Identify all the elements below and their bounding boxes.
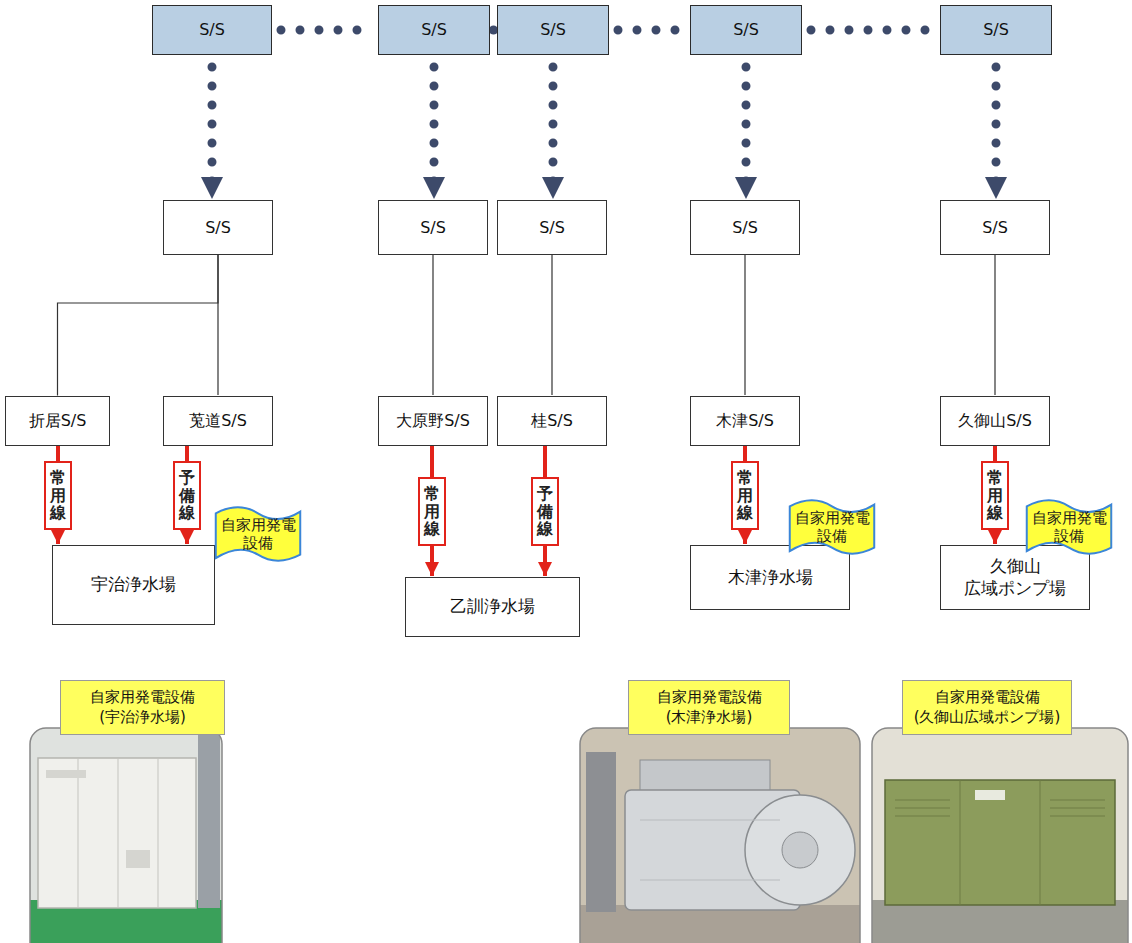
photo-frame <box>30 728 222 943</box>
substation-box: 莵道S/S <box>163 396 273 446</box>
photo-caption: 自家用発電設備 (久御山広域ポンプ場) <box>902 680 1072 735</box>
node-text: 自家用発電 設備 <box>219 516 297 552</box>
line-label: 予備線 <box>537 485 553 538</box>
dotted-link <box>618 26 681 35</box>
node-text: 莵道S/S <box>189 411 247 431</box>
line-label-box: 常用線 <box>731 461 759 530</box>
generator-photo <box>580 728 860 943</box>
node-text: S/S <box>539 218 565 238</box>
node-text: 久御山S/S <box>958 411 1032 431</box>
substation-box: S/S <box>378 200 488 255</box>
node-text: 久御山 広域ポンプ場 <box>949 556 1081 599</box>
dotted-feed <box>430 67 439 199</box>
line-label: 常用線 <box>737 469 753 522</box>
line-label-box: 常用線 <box>44 461 72 530</box>
node-text: 木津浄水場 <box>728 567 813 588</box>
flag-shape <box>1027 500 1111 554</box>
photo-frame <box>872 728 1128 943</box>
substation-box: S/S <box>163 200 273 255</box>
facility-box: 木津浄水場 <box>690 545 850 610</box>
substation-box: S/S <box>940 200 1050 255</box>
substation-box: 久御山S/S <box>940 396 1050 446</box>
dotted-feed <box>549 67 558 199</box>
generator-photo <box>30 728 222 943</box>
dotted-link <box>281 26 369 35</box>
dotted-feed <box>992 67 1001 199</box>
feeder-line <box>217 255 218 395</box>
node-text: 乙訓浄水場 <box>450 596 535 617</box>
substation-box: S/S <box>497 200 607 255</box>
feeder-line <box>58 255 219 396</box>
line-label-box: 予備線 <box>173 461 201 530</box>
node-text: S/S <box>732 218 758 238</box>
line-label: 常用線 <box>50 469 66 522</box>
generator-flag: 自家用発電 設備 <box>1025 498 1113 556</box>
node-text: S/S <box>205 218 231 238</box>
facility-box: 乙訓浄水場 <box>405 577 580 637</box>
substation-box: S/S <box>152 5 272 55</box>
node-text: S/S <box>199 20 225 40</box>
substation-box: 大原野S/S <box>378 396 488 446</box>
line-label: 常用線 <box>424 485 440 538</box>
dotted-feed <box>208 67 217 199</box>
node-text: 木津S/S <box>716 411 774 431</box>
node-text: S/S <box>982 218 1008 238</box>
substation-box: 木津S/S <box>690 396 800 446</box>
line-label-box: 常用線 <box>981 461 1009 530</box>
photo-frame <box>580 728 860 943</box>
line-label-box: 予備線 <box>531 477 559 546</box>
dotted-link <box>811 26 931 35</box>
facility-box: 宇治浄水場 <box>52 545 215 625</box>
flag-shape <box>790 500 874 554</box>
generator-flag: 自家用発電 設備 <box>788 498 876 556</box>
facility-box: 久御山 広域ポンプ場 <box>940 545 1090 610</box>
substation-box: S/S <box>497 5 609 55</box>
node-text: S/S <box>983 20 1009 40</box>
node-text: 自家用発電 設備 <box>1030 509 1108 545</box>
substation-box: S/S <box>940 5 1052 55</box>
feeder-line <box>551 255 552 395</box>
generator-flag: 自家用発電 設備 <box>214 505 302 563</box>
line-label: 常用線 <box>987 469 1003 522</box>
node-text: 折居S/S <box>29 411 87 431</box>
node-text: S/S <box>733 20 759 40</box>
photo-caption: 自家用発電設備 (宇治浄水場) <box>60 680 225 735</box>
generator-photo <box>872 728 1128 943</box>
node-text: 大原野S/S <box>396 411 470 431</box>
dotted-feed <box>742 67 751 199</box>
photo-caption: 自家用発電設備 (木津浄水場) <box>628 680 790 735</box>
line-label-box: 常用線 <box>418 477 446 546</box>
feeder-line <box>744 255 745 395</box>
flag-shape <box>216 507 300 561</box>
substation-box: 折居S/S <box>5 396 110 446</box>
node-text: 宇治浄水場 <box>91 574 176 595</box>
node-text: 自家用発電設備 (木津浄水場) <box>633 688 785 727</box>
substation-box: S/S <box>690 5 802 55</box>
node-text: 自家用発電 設備 <box>793 509 871 545</box>
substation-box: S/S <box>378 5 490 55</box>
node-text: S/S <box>420 218 446 238</box>
node-text: S/S <box>421 20 447 40</box>
node-text: 桂S/S <box>531 411 573 431</box>
line-label: 予備線 <box>179 469 195 522</box>
node-text: 自家用発電設備 (久御山広域ポンプ場) <box>907 688 1067 727</box>
node-text: 自家用発電設備 (宇治浄水場) <box>65 688 220 727</box>
feeder-line <box>432 255 433 395</box>
substation-box: 桂S/S <box>497 396 607 446</box>
feeder-line <box>994 255 995 395</box>
substation-box: S/S <box>690 200 800 255</box>
node-text: S/S <box>540 20 566 40</box>
